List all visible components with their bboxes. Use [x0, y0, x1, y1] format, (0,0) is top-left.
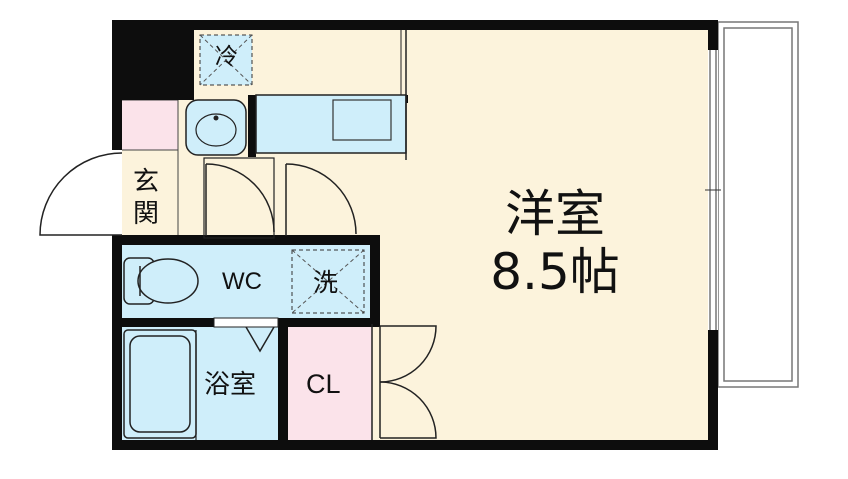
- wc-door-swing: [205, 163, 275, 233]
- bathtub: [123, 329, 197, 439]
- bathroom-label: 浴室: [204, 370, 257, 400]
- washer-label: 洗: [313, 268, 339, 297]
- closet-door-lower: [379, 381, 437, 439]
- balcony: [717, 21, 799, 388]
- refrigerator-label: 冷: [215, 44, 238, 70]
- western-room-label: 洋室 8.5帖: [455, 185, 655, 301]
- wc-label: WC: [222, 268, 262, 295]
- entrance-label: 玄 関: [131, 166, 161, 230]
- western-room-size: 8.5帖: [490, 243, 620, 301]
- entrance-door-swing: [39, 152, 123, 236]
- balcony-window: [705, 50, 721, 330]
- closet-floor: [288, 324, 372, 440]
- kitchen-sink: [332, 99, 392, 141]
- closet-door-upper: [379, 325, 437, 383]
- entrance-label-line2: 関: [132, 199, 159, 229]
- bath-door-folding: [245, 326, 275, 353]
- entrance-opening: [112, 150, 122, 235]
- room-door-swing: [285, 163, 357, 235]
- toilet-fixture: [123, 257, 199, 305]
- shoe-storage: [119, 99, 179, 151]
- entrance-label-line1: 玄: [132, 167, 159, 197]
- western-room-name: 洋室: [505, 185, 605, 243]
- closet-label: CL: [306, 369, 341, 399]
